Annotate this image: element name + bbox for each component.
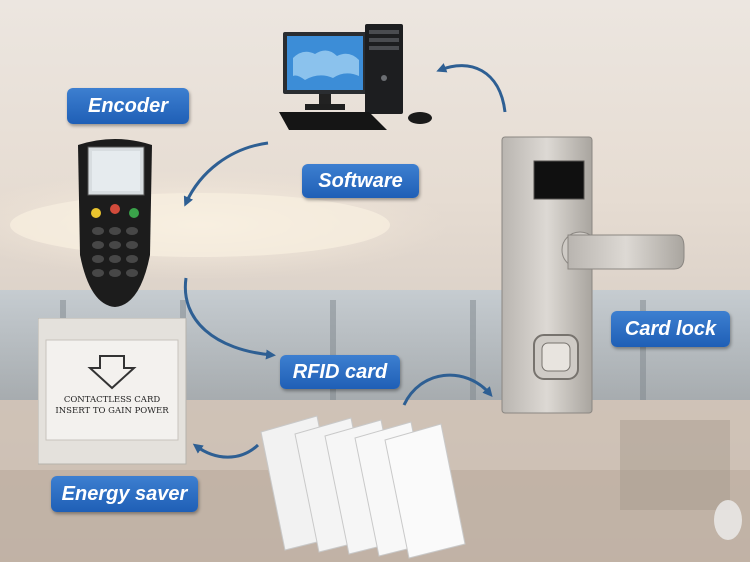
cycle-arrow-icon	[185, 278, 272, 355]
energy-saver-text-line2: INSERT TO GAIN POWER	[55, 406, 169, 416]
energy-saver-text-line1: CONTACTLESS CARD	[64, 395, 161, 405]
label-software: Software	[302, 164, 419, 198]
door-lock-icon	[498, 135, 688, 415]
energy-saver-icon: CONTACTLESS CARD INSERT TO GAIN POWER	[38, 318, 188, 466]
label-rfid-card: RFID card	[280, 355, 400, 389]
computer-icon	[275, 18, 445, 138]
cycle-arrow-icon	[196, 445, 258, 457]
rfid-cards-icon	[255, 400, 470, 560]
label-encoder: Encoder	[67, 88, 189, 124]
encoder-device-icon	[70, 135, 160, 310]
label-card-lock: Card lock	[611, 311, 730, 347]
label-energy-saver: Energy saver	[51, 476, 198, 512]
cycle-arrow-icon	[186, 143, 268, 203]
cycle-arrow-icon	[440, 66, 505, 112]
